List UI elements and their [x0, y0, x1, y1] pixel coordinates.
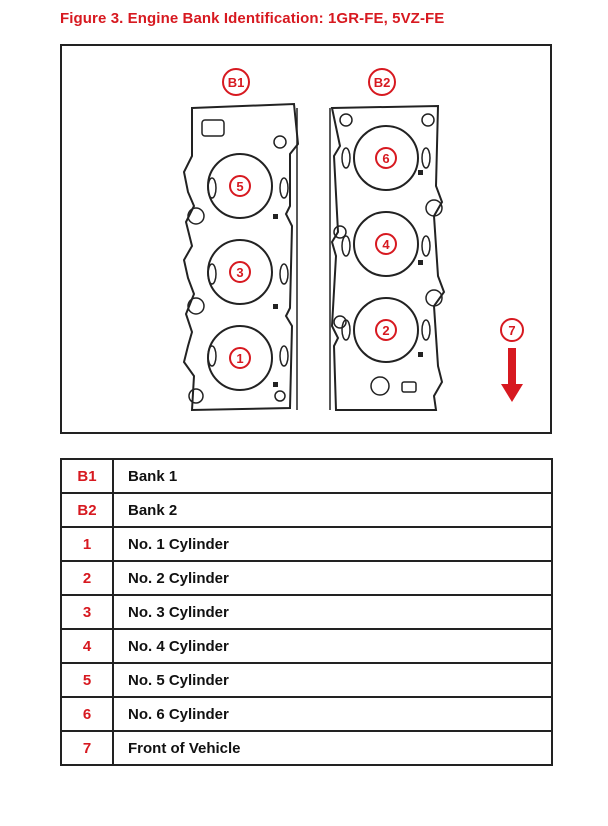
- engine-diagram: B1 B2 5 3 1 6 4 2 7: [60, 44, 552, 434]
- table-row: 1 No. 1 Cylinder: [60, 526, 553, 562]
- legend-code: 5: [60, 662, 114, 698]
- arrow-down-icon: [501, 348, 523, 402]
- bank2-bore-bottom: [353, 297, 419, 363]
- table-row: 2 No. 2 Cylinder: [60, 560, 553, 596]
- table-row: 6 No. 6 Cylinder: [60, 696, 553, 732]
- legend-code: 4: [60, 628, 114, 664]
- legend-code: 1: [60, 526, 114, 562]
- cylinder-4-callout: 4: [382, 237, 390, 252]
- legend-label: No. 4 Cylinder: [112, 628, 553, 664]
- legend-code: 7: [60, 730, 114, 766]
- bank2-bore-top: [353, 125, 419, 191]
- bank1-bore-mid: [207, 239, 273, 305]
- legend-label: Bank 1: [112, 458, 553, 494]
- cylinder-1-callout: 1: [236, 351, 243, 366]
- legend-code: B2: [60, 492, 114, 528]
- bank1-bore-bottom: [207, 325, 273, 391]
- table-row: B1 Bank 1: [60, 458, 553, 494]
- table-row: B2 Bank 2: [60, 492, 553, 528]
- legend-code: 6: [60, 696, 114, 732]
- legend-label: No. 2 Cylinder: [112, 560, 553, 596]
- legend-label: Front of Vehicle: [112, 730, 553, 766]
- bank1-bore-top: [207, 153, 273, 219]
- legend-code: B1: [60, 458, 114, 494]
- table-row: 7 Front of Vehicle: [60, 730, 553, 766]
- legend-label: Bank 2: [112, 492, 553, 528]
- table-row: 3 No. 3 Cylinder: [60, 594, 553, 630]
- cylinder-6-callout: 6: [382, 151, 389, 166]
- table-row: 5 No. 5 Cylinder: [60, 662, 553, 698]
- legend-table: B1 Bank 1 B2 Bank 2 1 No. 1 Cylinder 2 N…: [60, 458, 553, 766]
- front-callout: 7: [508, 323, 515, 338]
- cylinder-3-callout: 3: [236, 265, 243, 280]
- legend-label: No. 3 Cylinder: [112, 594, 553, 630]
- bank1-gasket-outline: [182, 102, 300, 412]
- table-row: 4 No. 4 Cylinder: [60, 628, 553, 664]
- legend-label: No. 6 Cylinder: [112, 696, 553, 732]
- gasket-drawing: B1 B2 5 3 1 6 4 2 7: [182, 68, 524, 412]
- legend-label: No. 5 Cylinder: [112, 662, 553, 698]
- bank2-gasket-outline: [330, 104, 446, 411]
- bank1-callout: B1: [228, 75, 245, 90]
- legend-code: 2: [60, 560, 114, 596]
- figure-title: Figure 3. Engine Bank Identification: 1G…: [60, 10, 445, 27]
- legend-label: No. 1 Cylinder: [112, 526, 553, 562]
- bank2-callout: B2: [374, 75, 391, 90]
- bank2-bore-mid: [353, 211, 419, 277]
- cylinder-5-callout: 5: [236, 179, 243, 194]
- legend-code: 3: [60, 594, 114, 630]
- cylinder-2-callout: 2: [382, 323, 389, 338]
